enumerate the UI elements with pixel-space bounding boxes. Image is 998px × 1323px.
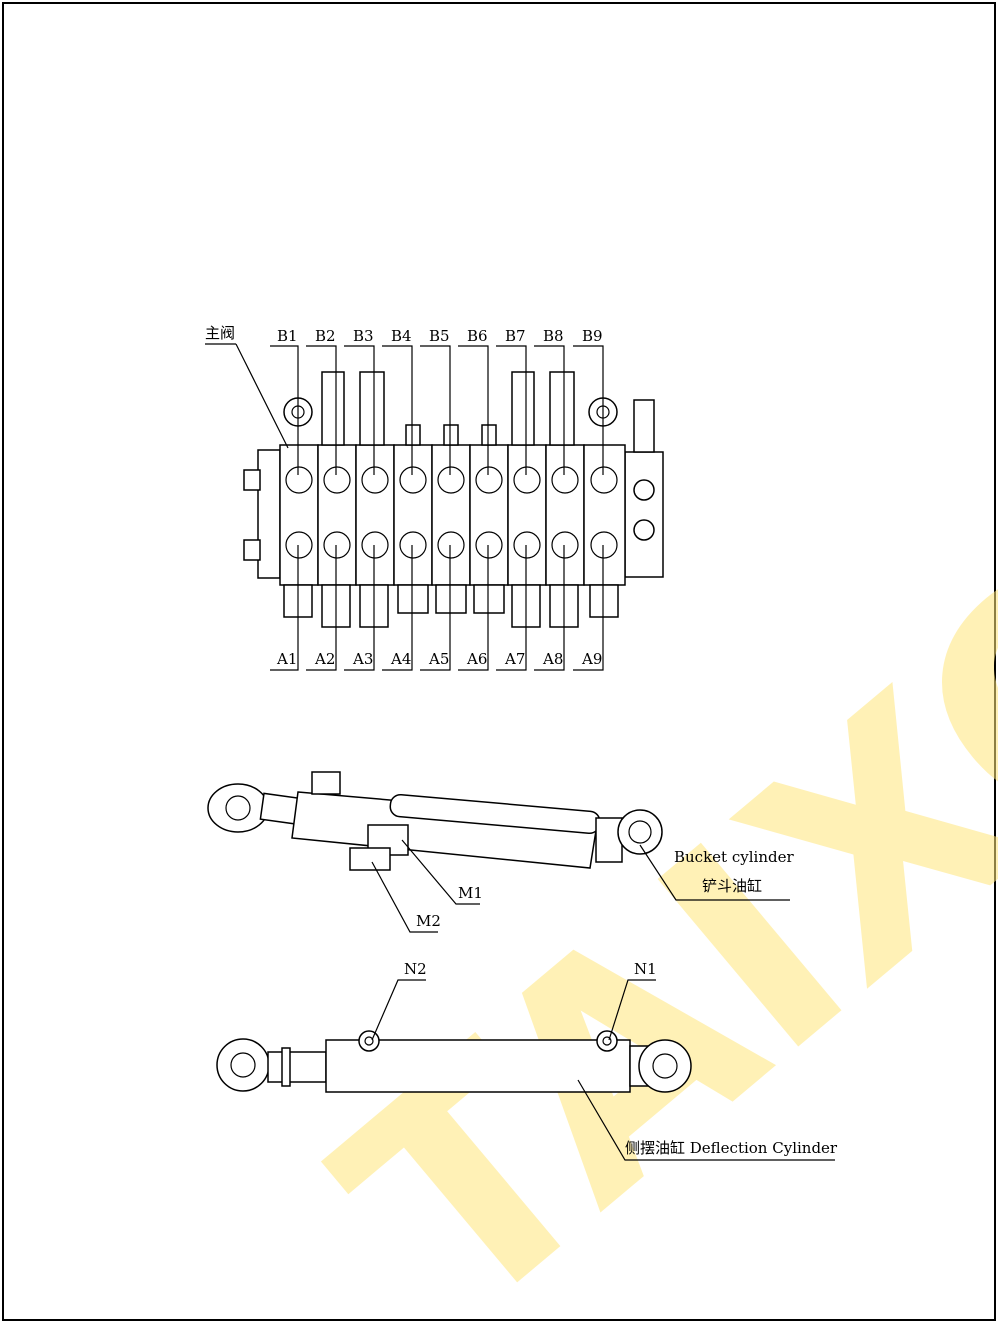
deflection-cylinder-leader (577, 1079, 835, 1161)
valve-left-boss-bottom (243, 539, 261, 561)
bucket-top-port (311, 771, 341, 795)
b-port-labels: B1 B2 B3 B4 B5 B6 B7 B8 B9 (270, 327, 604, 475)
port-label-b9: B9 (582, 327, 603, 345)
bucket-left-eye (207, 783, 269, 833)
port-label-b3: B3 (353, 327, 374, 345)
deflection-port-n1-boss (596, 1030, 618, 1052)
port-label-b1: B1 (277, 327, 298, 345)
deflection-port-n1-leader (608, 979, 656, 1041)
bucket-port-m2-body (349, 847, 391, 871)
a-port-labels: A1 A2 A3 A4 A5 A6 A7 A8 A9 (270, 545, 604, 671)
valve-section-6 (469, 424, 509, 614)
deflection-port-n2-leader (371, 979, 426, 1041)
valve-section-5 (431, 424, 471, 614)
valve-section-9 (583, 444, 626, 618)
port-label-a7: A7 (504, 650, 525, 668)
deflection-cylinder-label: 侧摆油缸 Deflection Cylinder (625, 1139, 838, 1157)
port-label-b4: B4 (391, 327, 412, 345)
bucket-port-m1-leader (401, 839, 480, 905)
deflection-cylinder-drawing (216, 1030, 692, 1093)
valve-section-4 (393, 424, 433, 614)
port-label-a4: A4 (390, 650, 411, 668)
main-valve-label: 主阀 (205, 324, 235, 342)
valve-right-port-bottom (633, 519, 655, 541)
port-label-a1: A1 (276, 650, 297, 668)
bucket-cylinder-drawing (207, 771, 663, 871)
bucket-right-eye (617, 809, 663, 855)
port-label-b6: B6 (467, 327, 488, 345)
deflection-port-n2-boss (358, 1030, 380, 1052)
deflection-right-eye (638, 1039, 692, 1093)
port-label-a3: A3 (352, 650, 373, 668)
valve-left-plate (257, 449, 281, 579)
valve-section-2 (317, 371, 357, 628)
valve-right-port-top (633, 479, 655, 501)
deflection-left-eye (216, 1038, 270, 1092)
deflection-port-n1-label: N1 (634, 960, 657, 978)
port-label-b8: B8 (543, 327, 564, 345)
port-label-a8: A8 (542, 650, 563, 668)
port-label-a9: A9 (581, 650, 602, 668)
bucket-cylinder-leader (639, 844, 790, 901)
bucket-port-m2-leader (371, 861, 438, 933)
port-label-a6: A6 (466, 650, 487, 668)
valve-right-cover (624, 451, 664, 578)
port-label-a2: A2 (314, 650, 335, 668)
deflection-port-n2-label: N2 (404, 960, 427, 978)
main-valve-drawing (243, 371, 664, 628)
valve-section-3 (355, 371, 395, 628)
bucket-port-m2-label: M2 (416, 912, 441, 930)
bucket-cylinder-label-zh: 铲斗油缸 (702, 877, 762, 895)
deflection-barrel (325, 1039, 631, 1093)
valve-section-8 (545, 371, 585, 628)
port-label-a5: A5 (428, 650, 449, 668)
valve-section-7 (507, 371, 547, 628)
port-label-b2: B2 (315, 327, 336, 345)
port-label-b7: B7 (505, 327, 526, 345)
valve-left-boss-top (243, 469, 261, 491)
valve-right-relief (633, 399, 655, 453)
port-label-b5: B5 (429, 327, 450, 345)
valve-section-1 (279, 444, 319, 618)
deflection-rod (267, 1051, 327, 1083)
bucket-cylinder-label-en: Bucket cylinder (674, 848, 794, 866)
main-valve-leader (235, 343, 289, 449)
bucket-port-m1-label: M1 (458, 884, 483, 902)
